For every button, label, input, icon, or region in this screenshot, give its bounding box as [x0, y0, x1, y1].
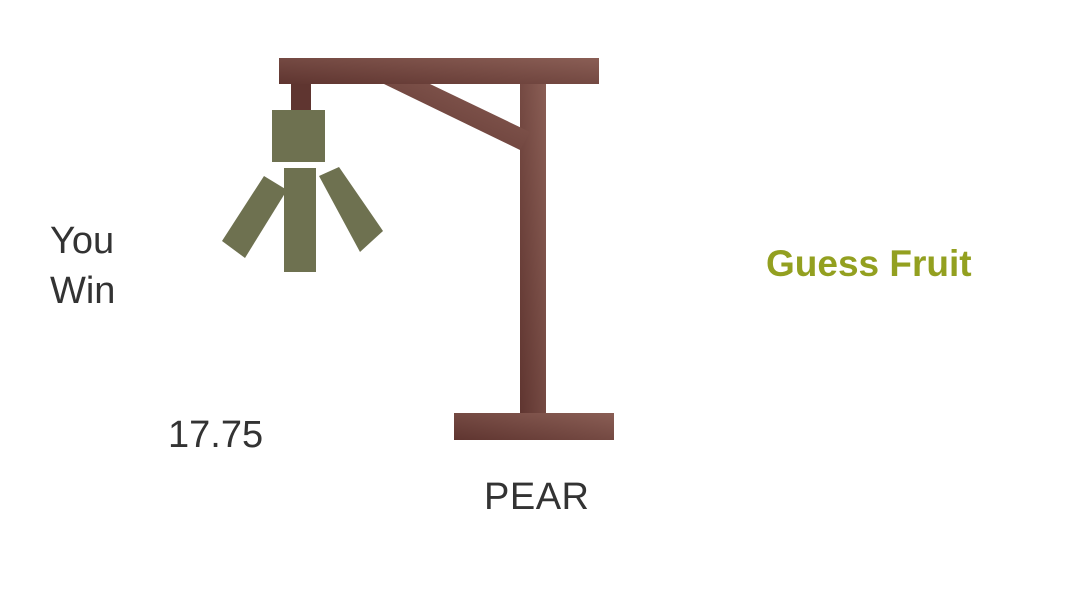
- gallows-brace: [384, 84, 530, 150]
- figure-left-arm: [222, 176, 287, 258]
- figure-head: [272, 110, 325, 162]
- figure-right-arm: [319, 167, 383, 252]
- hanged-figure: [222, 84, 383, 272]
- rope: [291, 84, 311, 112]
- timer-readout: 17.75: [168, 414, 264, 456]
- win-status-line-2: Win: [50, 270, 116, 312]
- gallows-beam: [279, 58, 599, 84]
- win-status-line-1: You: [50, 220, 115, 262]
- gallows-base: [454, 413, 614, 440]
- guessed-word: PEAR: [484, 476, 590, 518]
- figure-body: [284, 168, 316, 272]
- gallows: [279, 58, 614, 440]
- category-label: Guess Fruit: [766, 243, 972, 284]
